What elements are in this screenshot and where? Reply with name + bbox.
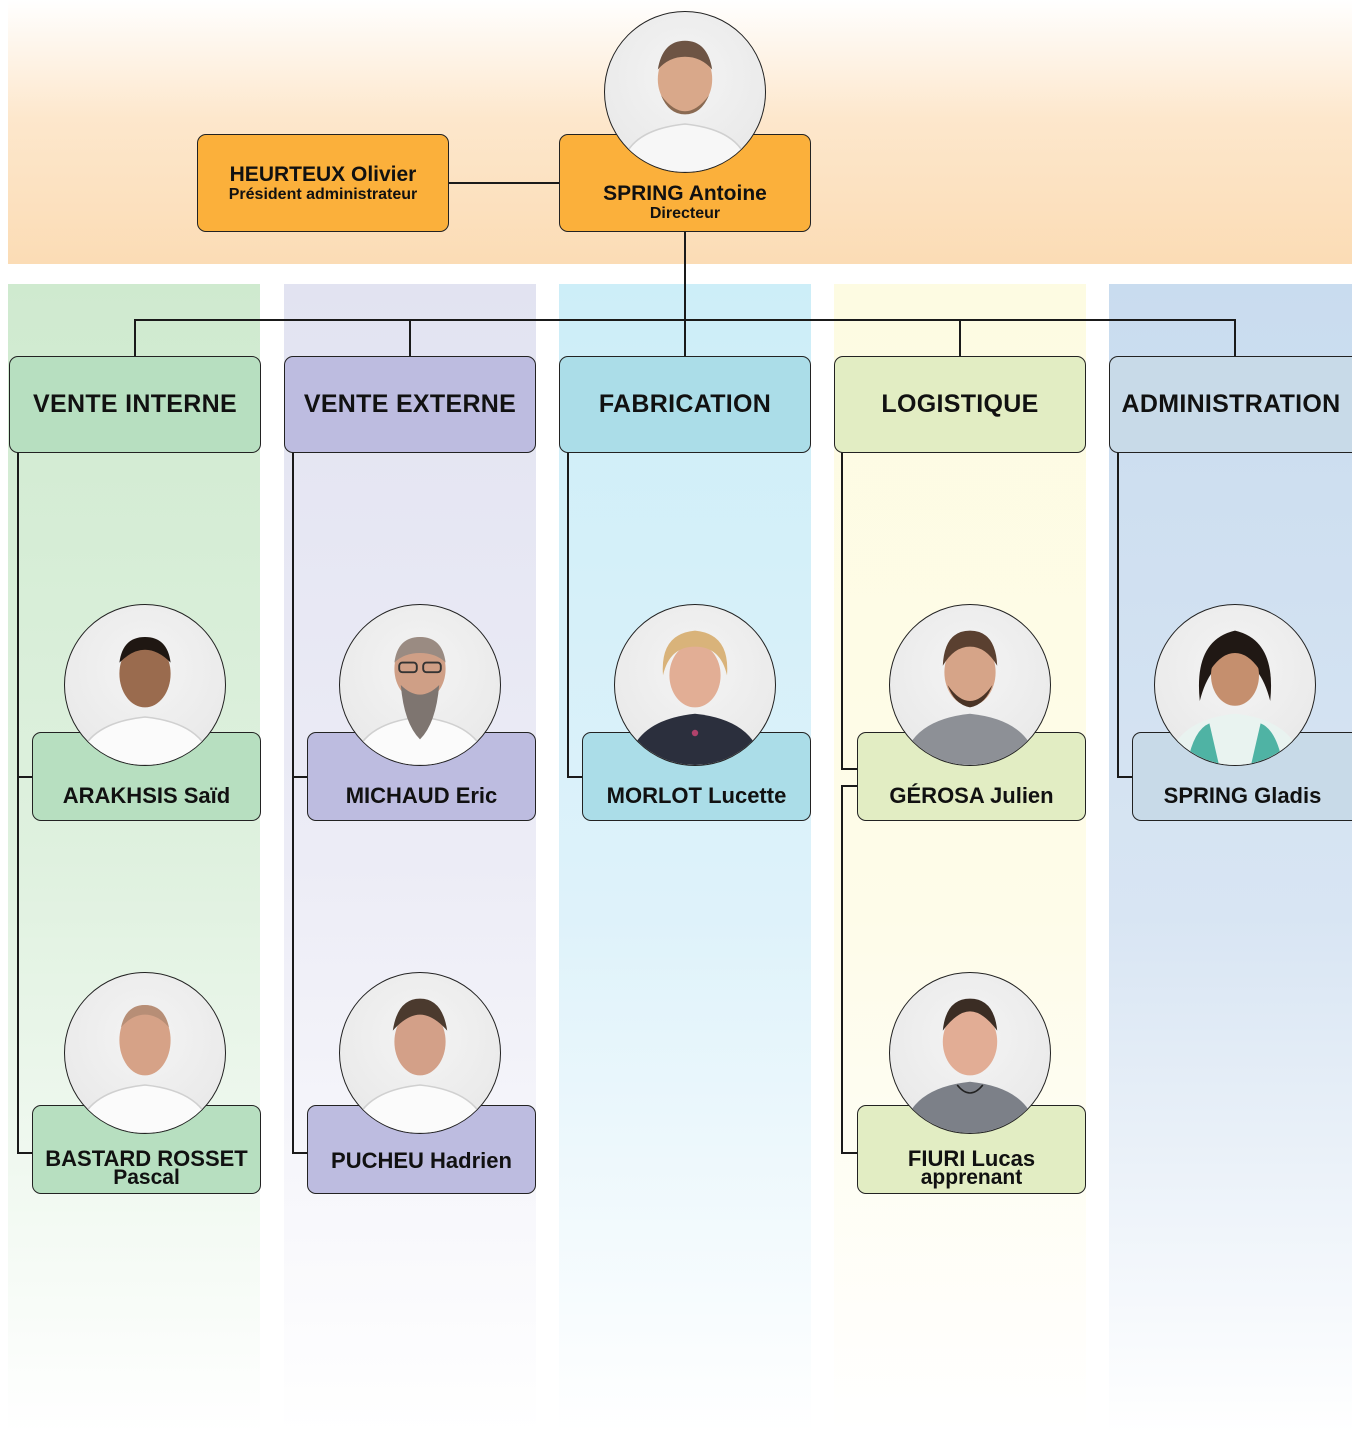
dept-header-administration: ADMINISTRATION [1109, 356, 1352, 453]
connector-spine-4b [841, 785, 843, 1154]
connector-drop-4 [959, 319, 961, 356]
president-role: Président administrateur [228, 185, 418, 203]
connector-branch-pucheu [292, 1152, 308, 1154]
dept-title: ADMINISTRATION [1121, 390, 1341, 418]
connector-spine-5 [1117, 452, 1119, 778]
dept-header-vente-interne: VENTE INTERNE [9, 356, 261, 453]
column-logistique [834, 284, 1086, 1434]
connector-drop-5 [1234, 319, 1236, 356]
director-name: SPRING Antoine [603, 182, 767, 205]
connector-drop-2 [409, 319, 411, 356]
column-administration [1109, 284, 1352, 1434]
connector-branch-gerosa-out [841, 785, 857, 787]
person-name: FIURI Lucas [907, 1146, 1036, 1171]
connector-director-down [684, 232, 686, 356]
connector-branch-arakhsis [17, 776, 33, 778]
dept-header-logistique: LOGISTIQUE [834, 356, 1086, 453]
photo-michaud [339, 604, 501, 766]
photo-pucheu [339, 972, 501, 1134]
connector-president-director [448, 182, 560, 184]
column-fabrication [559, 284, 811, 1434]
person-name: MORLOT Lucette [606, 783, 787, 808]
connector-branch-bastard [17, 1152, 33, 1154]
person-name: GÉROSA Julien [889, 783, 1054, 808]
person-name: BASTARD ROSSET [45, 1146, 248, 1171]
dept-header-fabrication: FABRICATION [559, 356, 811, 453]
photo-morlot [614, 604, 776, 766]
person-name: PUCHEU Hadrien [331, 1148, 512, 1173]
column-vente-interne [8, 284, 260, 1434]
dept-title: VENTE INTERNE [33, 390, 237, 418]
dept-title: VENTE EXTERNE [303, 390, 517, 418]
person-name: ARAKHSIS Saïd [62, 783, 231, 808]
photo-gerosa [889, 604, 1051, 766]
connector-horizontal-bus [134, 319, 1236, 321]
person-subtitle: apprenant [920, 1166, 1023, 1189]
president-box: HEURTEUX Olivier Président administrateu… [197, 134, 449, 232]
connector-spine-1 [17, 452, 19, 1154]
connector-branch-gerosa [841, 768, 857, 770]
connector-drop-1 [134, 319, 136, 356]
person-name: SPRING Gladis [1163, 783, 1322, 808]
connector-branch-michaud [292, 776, 308, 778]
photo-fiuri [889, 972, 1051, 1134]
photo-gladis [1154, 604, 1316, 766]
person-card-bastard: BASTARD ROSSET Pascal [32, 1105, 261, 1194]
connector-branch-gladis [1117, 776, 1133, 778]
person-card-michaud: MICHAUD Eric [307, 732, 536, 821]
dept-header-vente-externe: VENTE EXTERNE [284, 356, 536, 453]
connector-spine-2 [292, 452, 294, 1154]
photo-arakhsis [64, 604, 226, 766]
connector-spine-4a [841, 452, 843, 770]
connector-spine-3 [567, 452, 569, 778]
photo-bastard [64, 972, 226, 1134]
person-subtitle: Pascal [113, 1166, 180, 1189]
connector-branch-fiuri [841, 1152, 857, 1154]
president-name: HEURTEUX Olivier [229, 162, 417, 186]
connector-branch-morlot [567, 776, 583, 778]
dept-title: FABRICATION [598, 390, 772, 418]
dept-title: LOGISTIQUE [881, 390, 1039, 418]
column-vente-externe [284, 284, 536, 1434]
photo-spring-antoine [604, 11, 766, 173]
person-name: MICHAUD Eric [345, 783, 498, 808]
director-role: Directeur [649, 205, 721, 222]
